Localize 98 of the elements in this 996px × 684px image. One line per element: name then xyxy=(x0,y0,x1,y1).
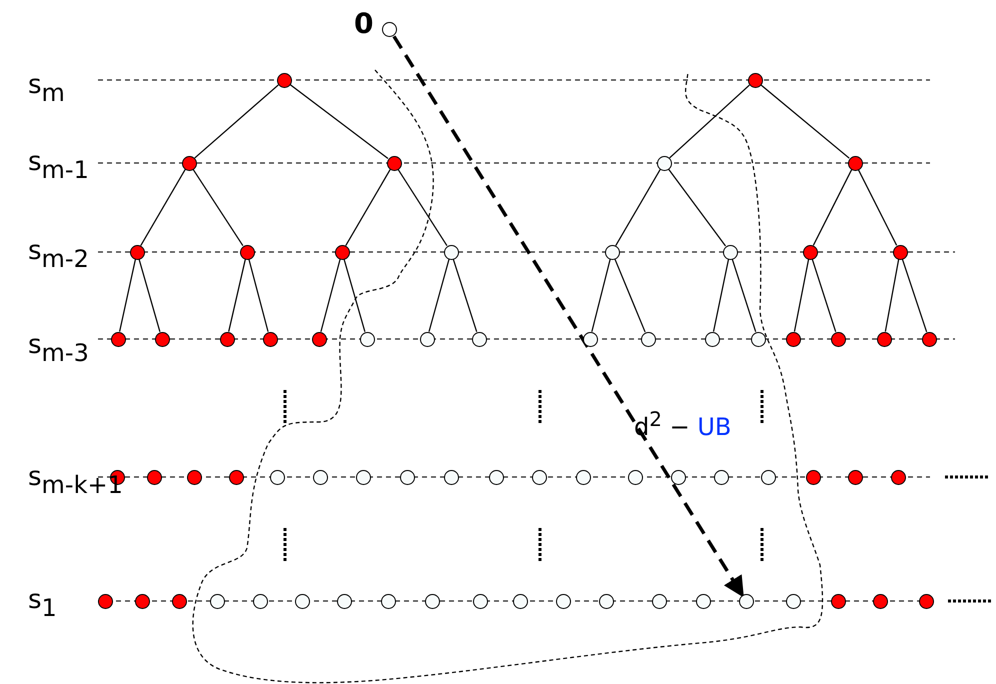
search-node xyxy=(604,244,620,260)
tree-branch xyxy=(345,169,391,246)
search-node xyxy=(714,470,728,484)
search-node xyxy=(336,594,352,608)
search-node xyxy=(380,594,396,608)
search-node xyxy=(172,594,186,608)
tree-branch xyxy=(812,258,836,332)
search-node xyxy=(876,332,892,346)
tree-branch xyxy=(344,259,366,332)
search-node xyxy=(98,594,112,608)
search-node xyxy=(786,594,800,608)
tree-branch xyxy=(902,258,928,332)
search-node xyxy=(652,594,666,608)
search-node xyxy=(628,470,642,484)
search-node xyxy=(848,156,862,170)
search-node xyxy=(556,594,570,608)
root-label: 0 xyxy=(354,10,374,38)
search-node xyxy=(228,470,244,484)
tree-branch xyxy=(794,259,810,332)
search-node xyxy=(334,244,350,260)
tree-branch xyxy=(290,84,388,159)
search-node xyxy=(696,594,710,608)
search-node xyxy=(704,332,720,346)
tree-branch xyxy=(320,259,341,332)
search-node xyxy=(210,594,224,608)
tree-branch xyxy=(812,169,852,246)
search-node xyxy=(186,470,202,484)
search-node xyxy=(722,244,738,260)
search-node xyxy=(738,594,754,608)
search-node xyxy=(270,470,284,484)
tree-branch xyxy=(669,84,750,158)
search-node xyxy=(830,332,846,346)
search-node xyxy=(582,332,598,346)
search-node xyxy=(182,156,196,170)
search-node xyxy=(532,470,546,484)
search-node xyxy=(444,470,458,484)
search-node xyxy=(444,244,458,260)
search-node xyxy=(922,332,936,346)
search-node xyxy=(872,594,888,608)
tree-branch xyxy=(615,169,661,246)
tree-branch xyxy=(119,259,136,332)
tree-branch xyxy=(591,259,611,332)
search-node xyxy=(640,332,656,346)
search-node xyxy=(576,470,590,484)
search-node xyxy=(472,332,486,346)
search-node xyxy=(360,332,374,346)
search-node xyxy=(400,470,414,484)
search-node xyxy=(130,244,144,260)
search-node xyxy=(670,470,686,484)
tree-branch xyxy=(884,259,900,332)
search-node xyxy=(386,156,402,170)
search-node xyxy=(892,244,908,260)
search-node xyxy=(220,332,234,346)
tree-branch xyxy=(248,259,269,332)
search-node xyxy=(356,470,370,484)
tree-branch xyxy=(140,169,186,246)
search-node xyxy=(488,470,504,484)
tree-branch xyxy=(858,169,898,246)
search-node xyxy=(424,594,440,608)
search-node xyxy=(760,470,776,484)
search-node xyxy=(598,594,614,608)
tree-branch xyxy=(228,259,246,332)
search-node xyxy=(312,332,326,346)
tree-branch xyxy=(614,258,646,332)
tree-branch xyxy=(668,168,726,246)
tree-branch xyxy=(732,258,756,332)
search-node xyxy=(918,594,934,608)
tree-branch xyxy=(398,169,448,246)
search-node xyxy=(146,470,162,484)
search-node xyxy=(802,244,818,260)
tree-branch xyxy=(760,84,850,159)
search-node xyxy=(240,244,254,260)
search-node xyxy=(134,594,150,608)
search-node xyxy=(848,470,862,484)
tree-branch xyxy=(192,168,244,246)
search-node xyxy=(830,594,846,608)
search-node xyxy=(750,332,766,346)
search-node xyxy=(110,332,126,346)
search-node xyxy=(276,72,292,88)
search-node xyxy=(472,594,488,608)
search-node xyxy=(154,332,170,346)
search-node xyxy=(786,332,800,346)
search-arrow xyxy=(392,35,744,598)
tree-branch xyxy=(138,259,160,332)
search-node xyxy=(312,470,328,484)
search-node xyxy=(294,594,310,608)
tree-branch xyxy=(428,259,450,332)
search-node xyxy=(656,156,672,170)
search-node xyxy=(890,470,906,484)
search-node xyxy=(806,470,820,484)
search-node xyxy=(420,332,434,346)
tree-branch xyxy=(194,84,279,159)
search-node xyxy=(748,72,762,88)
search-node xyxy=(512,594,528,608)
tree-branch xyxy=(712,259,730,332)
tree-branch xyxy=(452,258,478,332)
search-node xyxy=(262,332,278,346)
search-node xyxy=(252,594,268,608)
